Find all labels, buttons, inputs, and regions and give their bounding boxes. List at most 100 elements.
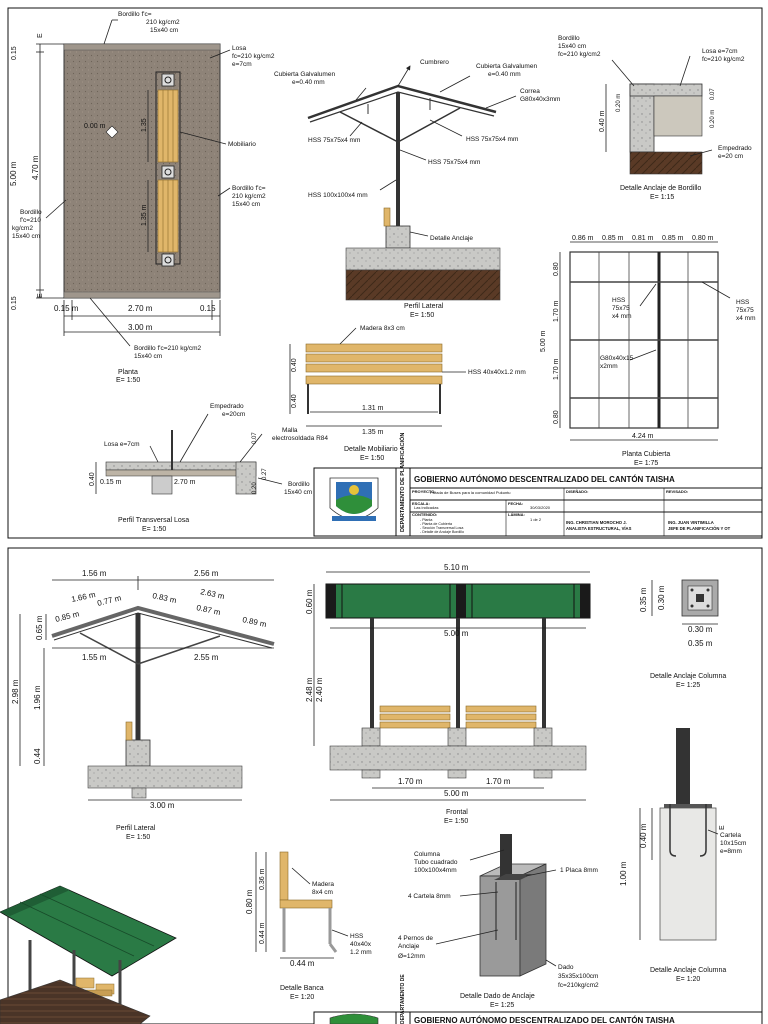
- fr-title: Frontal: [446, 809, 468, 816]
- frontal-view: 5.10 m 5.00 m 0.60 m 2.48 m 2.40 m 1.70 …: [305, 563, 591, 825]
- dd-dado-2: 35x35x100cm: [558, 973, 598, 980]
- pc-hss-a-3: x4 mm: [612, 313, 632, 320]
- fr-dim-240: 2.40 m: [315, 677, 324, 702]
- dct-title: Detalle Anclaje Columna: [650, 673, 726, 680]
- mob-dim-040a: 0.40: [291, 358, 298, 372]
- municipal-crest-logo: [329, 477, 379, 521]
- planta-slab: [63, 43, 221, 299]
- pl2-dim-300: 3.00 m: [150, 801, 175, 810]
- municipal-crest-logo: [329, 1013, 379, 1024]
- planta-label-bordillo-right-2: 210 kg/cm2: [232, 193, 266, 200]
- db-scale: E= 1:15: [650, 194, 674, 201]
- pl2-dim-065: 0.65 m: [35, 615, 44, 640]
- tb2-vertical: DEPARTAMENTO DE: [400, 974, 406, 1024]
- dd-columna-1: Columna: [414, 851, 440, 858]
- planta-title: Planta: [118, 369, 138, 376]
- planta-label-bordillo-top-1: Bordillo f'c=: [118, 11, 152, 18]
- dct-dim-035b: 0.35 m: [688, 639, 713, 648]
- dct-dim-030b: 0.30 m: [688, 625, 713, 634]
- db-bordillo-3: fc=210 kg/cm2: [558, 51, 601, 58]
- detalle-columna-side: 1.00 m 0.40 m E Cartela 10x15cm e=8mm De…: [619, 728, 746, 983]
- pl2-title: Perfil Lateral: [116, 825, 156, 832]
- pc-dim-left-4: 0.80: [553, 410, 560, 424]
- pl1-hss-col: HSS 100x100x4 mm: [308, 192, 368, 199]
- planta-dim-135a: 1.35: [141, 118, 148, 132]
- pc-hss-b-3: x4 mm: [736, 315, 756, 322]
- planta-label-bordillo-top-3: 15x40 cm: [150, 27, 178, 34]
- db-empedrado-1: Empedrado: [718, 145, 752, 152]
- planta-label-mobiliario: Mobiliario: [228, 141, 256, 148]
- tb1-ing2-role: JEFE DE PLANIFICACIÓN Y OT: [668, 526, 731, 531]
- bn-madera-2: 8x4 cm: [312, 889, 333, 896]
- pc-dim-424: 4.24 m: [632, 433, 654, 440]
- planta-dim-015-left: 0.15 m: [54, 304, 79, 313]
- planta-label-bordillo-left-4: 15x40 cm: [12, 233, 40, 240]
- tb1-contenido-4: - Detalle de Anclaje Bordillo: [420, 530, 464, 534]
- pl1-title: Perfil Lateral: [404, 303, 444, 310]
- pc-hss-a-2: 75x75: [612, 305, 630, 312]
- pl1-correa-2: G80x40x3mm: [520, 96, 560, 103]
- mob-dim-131: 1.31 m: [362, 405, 384, 412]
- bn-hss-1: HSS: [350, 933, 364, 940]
- detalle-banca: 0.80 m 0.36 m 0.44 m 0.44 m Madera 8x4 c…: [245, 851, 372, 1001]
- dcs-scale: E= 1:20: [676, 976, 700, 983]
- dct-scale: E= 1:25: [676, 682, 700, 689]
- planta-label-bordillo-bottom-1: Bordillo f'c=210 kg/cm2: [134, 345, 202, 352]
- dcs-dim-100: 1.00 m: [619, 861, 628, 886]
- fr-dim-500: 5.00 m: [444, 629, 469, 638]
- pl1-cubierta-right-1: Cubierta Galvalumen: [476, 63, 537, 70]
- pl2-dim-298: 2.98 m: [11, 679, 20, 704]
- pc-title: Planta Cubierta: [622, 451, 670, 458]
- dct-dim-030: 0.30 m: [657, 585, 666, 610]
- pt-dim-027: 0.27: [262, 468, 268, 480]
- tb1-lamina-value: 1 de 2: [530, 517, 542, 522]
- bn-madera-1: Madera: [312, 881, 334, 888]
- tb1-lamina-label: LÁMINA:: [508, 512, 525, 517]
- column-base-icon: [161, 253, 175, 267]
- pl1-hss-left: HSS 75x75x4 mm: [308, 137, 360, 144]
- pl1-correa-1: Correa: [520, 88, 540, 95]
- pt-bordillo-2: 15x40 cm: [284, 489, 312, 496]
- dcs-title: Detalle Anclaje Columna: [650, 967, 726, 974]
- pc-dim-top-4: 0.85 m: [662, 235, 684, 242]
- pt-empedrado-1: Empedrado: [210, 403, 244, 410]
- fr-dim-500b: 5.00 m: [444, 789, 469, 798]
- dd-cartela: 4 Cartela 8mm: [408, 893, 451, 900]
- fr-dim-060: 0.60 m: [305, 589, 314, 614]
- pl2-dim-085: 0.85 m: [54, 609, 80, 624]
- planta-dim-015-bottom: 0.15: [11, 296, 18, 310]
- bn-hss-2: 40x40x: [350, 941, 372, 948]
- pt-malla-1: Malla: [282, 427, 298, 434]
- planta-dim-135b: 1.35 m: [141, 204, 148, 226]
- pl1-scale: E= 1:50: [410, 312, 434, 319]
- pc-dim-top-3: 0.81 m: [632, 235, 654, 242]
- detalle-columna-top: 0.35 m 0.30 m 0.30 m 0.35 m Detalle Ancl…: [639, 579, 726, 689]
- db-bordillo-1: Bordillo: [558, 35, 580, 42]
- pl2-dim-255: 2.55 m: [194, 653, 219, 662]
- planta-label-losa-1: Losa: [232, 45, 246, 52]
- pc-dim-500: 5.00 m: [540, 330, 547, 352]
- planta-label-losa-2: fc=210 kg/cm2: [232, 53, 275, 60]
- tb1-escala-value: Las indicadas: [414, 505, 438, 510]
- mob-dim-040b: 0.40: [291, 394, 298, 408]
- bn-hss-3: 1.2 mm: [350, 949, 372, 956]
- tb1-header: GOBIERNO AUTÓNOMO DESCENTRALIZADO DEL CA…: [414, 475, 675, 484]
- title-block-1: DEPARTAMENTO DE PLANIFICACIÓN GOBIERNO A…: [313, 433, 763, 537]
- pl2-dim-077: 0.77 m: [96, 593, 122, 608]
- pl2-dim-155: 1.55 m: [82, 653, 107, 662]
- tb1-vertical: DEPARTAMENTO DE PLANIFICACIÓN: [398, 433, 406, 532]
- planta-label-bordillo-right-1: Bordillo f'c=: [232, 185, 266, 192]
- perfil-transversal: 0.40 0.15 m 2.70 m 0.07 0.27 0.20 Empedr…: [89, 403, 328, 533]
- planta-label-bordillo-left-3: kg/cm2: [12, 225, 33, 232]
- pl2-dim-166: 1.66 m: [71, 590, 97, 604]
- tb1-ing2: ING. JUAN VINTIMILLA: [668, 520, 714, 525]
- pl2-dim-083: 0.83 m: [152, 591, 178, 605]
- tb1-contenido-2: - Planta de Cubierta: [420, 522, 452, 526]
- pt-dim-020: 0.20: [252, 482, 258, 494]
- dd-title: Detalle Dado de Anclaje: [460, 993, 535, 1000]
- pc-scale: E= 1:75: [634, 460, 658, 467]
- title-block-2: DEPARTAMENTO DE GOBIERNO AUTÓNOMO DESCEN…: [313, 974, 763, 1024]
- pl2-dim-087: 0.87 m: [196, 603, 222, 617]
- pl1-anclaje: Detalle Anclaje: [430, 235, 473, 242]
